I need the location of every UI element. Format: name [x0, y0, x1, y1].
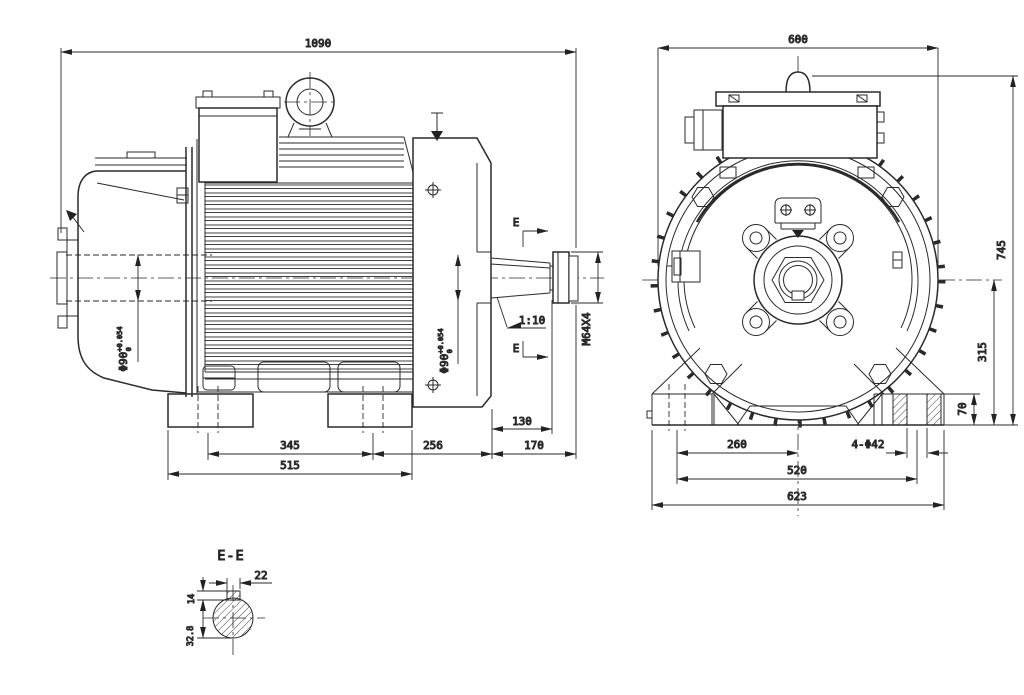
hex-bolt [691, 187, 715, 207]
dim-center-height: 315 [976, 342, 989, 362]
front-view: 600 745 315 70 260 520 623 4-Φ42 [642, 33, 1018, 516]
label-shaft-dia-left: Φ90+0.0540 [116, 326, 133, 371]
terminal-box-front [684, 71, 885, 159]
slipring-housing [56, 147, 193, 397]
shaft-section-circle [212, 597, 254, 639]
bearing-lug [819, 224, 854, 259]
dim-key-flat: 32.8 [186, 626, 196, 646]
dimensions-side: 1090 Φ90+0.0540 Φ90+0.0540 M64X4 E E [60, 37, 603, 480]
shaft-nut-hex [771, 257, 825, 303]
dimensions-section: 22 14 32.8 [186, 569, 272, 647]
end-bracket [412, 112, 492, 408]
dim-foot-hole-span: 345 [280, 439, 300, 452]
label-shaft-dia-right: Φ90+0.0540 [437, 328, 454, 373]
dim-hole-to-center: 260 [727, 438, 747, 451]
feet-side [167, 386, 413, 433]
dim-hole-span: 520 [787, 464, 807, 477]
keyway-section [226, 590, 241, 601]
conduit-stub [684, 109, 723, 151]
terminal-box-side [195, 90, 281, 183]
side-view: 1090 Φ90+0.0540 Φ90+0.0540 M64X4 E E [50, 37, 604, 480]
section-ee: E-E 22 14 32.8 [186, 548, 272, 655]
dim-overall-width: 600 [788, 33, 808, 46]
dim-overall-height: 745 [995, 240, 1008, 260]
feet-front [646, 347, 945, 431]
keyway-front [791, 290, 805, 301]
section-letter-bottom: E [513, 342, 520, 355]
dim-key-width: 22 [254, 569, 267, 582]
bearing-hub [742, 197, 854, 336]
grease-bracket [774, 197, 822, 238]
dim-overall-length: 1090 [305, 37, 332, 50]
stator-frame-fins [196, 136, 415, 394]
cooling-fins [205, 183, 413, 372]
section-mark-e-bottom: E [512, 341, 549, 360]
section-mark-e-top: E [512, 216, 549, 247]
right-boss [892, 251, 903, 269]
lifting-eye [283, 72, 337, 138]
dimensions-front: 600 745 315 70 260 520 623 4-Φ42 [651, 33, 1018, 510]
dim-key-depth: 14 [187, 594, 197, 604]
leader-arrow [66, 210, 77, 221]
section-title: E-E [217, 548, 244, 564]
dim-foot-to-face: 256 [423, 439, 443, 452]
foot-section-hatch [892, 393, 908, 426]
label-thread: M64X4 [580, 312, 593, 345]
dim-foot-height: 70 [956, 402, 969, 415]
side-gland [667, 250, 701, 283]
dim-taper-length: 130 [512, 415, 532, 428]
taper-callout: 1:10 [496, 296, 546, 329]
section-letter-top: E [513, 216, 520, 229]
label-taper-ratio: 1:10 [519, 314, 546, 327]
dim-shaft-extension: 170 [524, 439, 544, 452]
label-foot-holes: 4-Φ42 [851, 438, 884, 451]
dim-base-width: 623 [787, 490, 807, 503]
foot-section-hatch [926, 393, 942, 426]
lifting-lug-front [785, 71, 811, 93]
fin-tabs-ring [650, 132, 946, 428]
grease-fitting-mark [425, 182, 441, 393]
grease-point-arrow [431, 131, 443, 141]
shaft-extension [490, 251, 579, 304]
dim-foot-span: 515 [280, 459, 300, 472]
